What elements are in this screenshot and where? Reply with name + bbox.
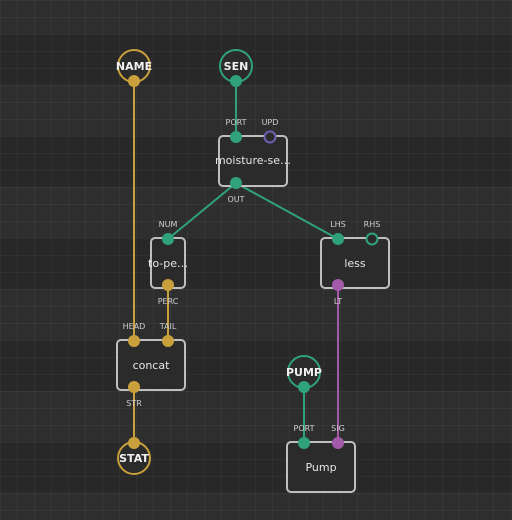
terminal-stat-pin[interactable]: [128, 437, 140, 449]
pin-concat-head[interactable]: [128, 335, 140, 347]
node-concat-label: concat: [133, 359, 171, 372]
pin-label-rhs: RHS: [364, 220, 381, 229]
pin-label-port: PORT: [226, 118, 247, 127]
terminal-sen-label: SEN: [224, 60, 249, 73]
terminal-pump-pin[interactable]: [298, 381, 310, 393]
pin-label-lt: LT: [334, 297, 342, 306]
pin-label-perc: PERC: [158, 297, 179, 306]
terminal-stat[interactable]: STAT: [117, 437, 151, 475]
pin-label-lhs: LHS: [330, 220, 346, 229]
pin-label-tail: TAIL: [159, 322, 177, 331]
pin-moisture-port[interactable]: [230, 131, 242, 143]
pin-label-str: STR: [126, 399, 142, 408]
link-out-to-lhs[interactable]: [235, 182, 339, 240]
pin-label-head: HEAD: [123, 322, 146, 331]
node-concat[interactable]: concat HEAD TAIL STR: [116, 322, 186, 408]
terminal-sen-pin[interactable]: [230, 75, 242, 87]
node-less-label: less: [344, 257, 366, 270]
pin-label-num: NUM: [159, 220, 178, 229]
pin-less-lt[interactable]: [332, 279, 344, 291]
pin-pump-port[interactable]: [298, 437, 310, 449]
pin-label-upd: UPD: [262, 118, 279, 127]
pin-to-percent-num[interactable]: [162, 233, 174, 245]
link-out-to-num[interactable]: [167, 182, 237, 240]
node-pump[interactable]: Pump PORT SIG: [286, 424, 356, 493]
pin-label-out: OUT: [227, 195, 244, 204]
node-moisture-label: moisture-se…: [215, 154, 291, 167]
node-less[interactable]: less LHS RHS LT: [320, 220, 390, 306]
pin-label-pump-port: PORT: [294, 424, 315, 433]
terminal-stat-label: STAT: [119, 452, 149, 465]
pin-label-sig: SIG: [331, 424, 345, 433]
terminal-pump-label: PUMP: [286, 366, 322, 379]
pin-to-percent-perc[interactable]: [162, 279, 174, 291]
node-to-percent-label: to-pe…: [148, 257, 188, 270]
terminal-sen[interactable]: SEN: [219, 49, 253, 87]
pin-less-rhs[interactable]: [365, 232, 379, 246]
node-pump-label: Pump: [305, 461, 336, 474]
terminal-pump[interactable]: PUMP: [286, 355, 322, 393]
terminal-name[interactable]: NAME: [116, 49, 152, 87]
node-to-percent[interactable]: to-pe… NUM PERC: [148, 220, 188, 306]
pin-less-lhs[interactable]: [332, 233, 344, 245]
pin-concat-tail[interactable]: [162, 335, 174, 347]
pin-pump-sig[interactable]: [332, 437, 344, 449]
pin-moisture-upd[interactable]: [263, 130, 277, 144]
terminal-name-pin[interactable]: [128, 75, 140, 87]
pin-moisture-out[interactable]: [230, 177, 242, 189]
node-moisture-sensor[interactable]: moisture-se… PORT UPD OUT: [215, 118, 291, 204]
terminal-name-label: NAME: [116, 60, 152, 73]
pin-concat-str[interactable]: [128, 381, 140, 393]
